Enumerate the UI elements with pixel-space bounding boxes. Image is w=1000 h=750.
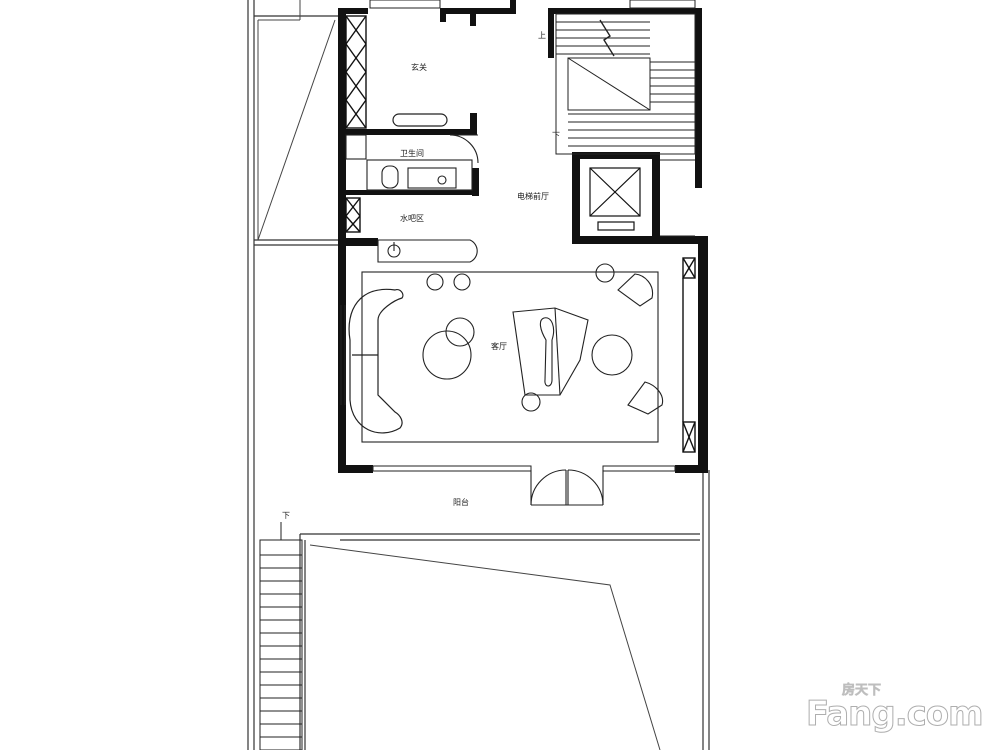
bar-stools bbox=[426, 263, 615, 412]
fang-watermark-logo: 房天下 Fang.com bbox=[806, 682, 985, 735]
upper-staircase bbox=[555, 13, 696, 155]
armchairs bbox=[617, 273, 664, 415]
living-room-rug bbox=[361, 271, 659, 443]
exterior-staircase bbox=[259, 522, 303, 750]
watermark-cn: 房天下 bbox=[842, 682, 881, 698]
label-stair-down-bottom: 下 bbox=[282, 511, 290, 520]
label-living-room: 客厅 bbox=[491, 341, 507, 351]
label-entrance: 玄关 bbox=[411, 62, 427, 72]
site-boundary bbox=[247, 0, 710, 750]
water-bar-counter bbox=[377, 239, 478, 263]
void-bottom bbox=[309, 544, 661, 750]
label-elevator-lobby: 电梯前厅 bbox=[517, 191, 549, 201]
label-balcony: 阳台 bbox=[453, 497, 469, 507]
sofa bbox=[348, 288, 404, 434]
elevator bbox=[589, 167, 641, 231]
coffee-tables bbox=[422, 317, 633, 380]
balcony-doors bbox=[530, 469, 604, 506]
walls bbox=[338, 0, 708, 473]
void-left-top bbox=[257, 0, 336, 241]
label-water-bar: 水吧区 bbox=[400, 213, 424, 223]
label-stair-down-top: 下 bbox=[552, 131, 560, 140]
watermark-en: Fang.com bbox=[806, 694, 983, 734]
label-bathroom: 卫生间 bbox=[400, 148, 424, 158]
lounge-chair bbox=[512, 307, 589, 396]
label-stair-up: 上 bbox=[538, 31, 546, 40]
windows bbox=[340, 0, 696, 472]
right-wing bbox=[660, 159, 695, 237]
entrance-bench bbox=[392, 113, 448, 127]
bathroom-fixtures bbox=[345, 134, 479, 191]
entrance-cabinets bbox=[345, 15, 696, 453]
